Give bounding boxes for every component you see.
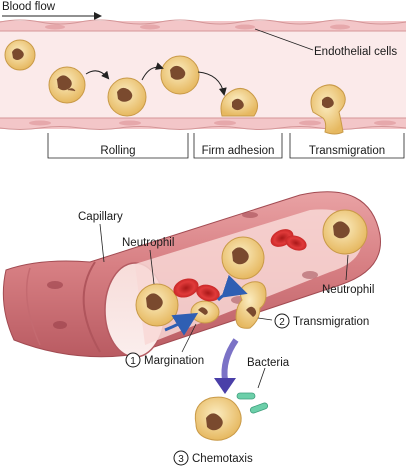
bacteria-label: Bacteria: [247, 357, 290, 369]
neutrophil-mid: [221, 236, 265, 280]
transmigration-arrow: [216, 274, 248, 302]
bacteria-icon: [236, 392, 269, 414]
step-2-number: 2: [279, 317, 285, 328]
step-2-circle: [274, 313, 290, 329]
firm-adhesion-bracket: [193, 133, 283, 159]
step-3-number: 3: [178, 454, 184, 465]
rolling-arrow-1: [85, 70, 110, 80]
neutrophil-left: [135, 283, 179, 327]
neutrophil-right: [322, 209, 368, 255]
step-3-circle: [173, 450, 189, 466]
endothelial-wall-top: [0, 19, 406, 32]
stage-transmigration-label: Transmigration: [309, 145, 385, 157]
chemotaxis-arrow-head: [214, 378, 236, 394]
leukocyte-6-transmigration: [310, 84, 346, 135]
capillary-label: Capillary: [78, 211, 123, 223]
stage-rolling-label: Rolling: [100, 145, 135, 157]
red-blood-cells: [173, 229, 307, 302]
leukocyte-1: [4, 39, 36, 71]
step-1-label: Margination: [144, 355, 204, 367]
transmigration-bracket: [289, 133, 405, 159]
leukocyte-4: [160, 55, 200, 95]
neutrophil-left-leader: [149, 249, 155, 285]
stage-firm-adhesion-label: Firm adhesion: [202, 145, 275, 157]
step-1-number: 1: [130, 356, 136, 367]
leukocyte-5-firm-adhesion: [220, 88, 258, 117]
top-panel: Blood flow Endothelial cells: [0, 1, 406, 159]
chemotaxis-arrow: [221, 338, 239, 381]
neutrophil-left-label: Neutrophil: [122, 237, 174, 249]
neutrophil-right-leader: [345, 254, 349, 281]
bacteria-leader: [257, 367, 266, 389]
rolling-arrow-2: [141, 62, 164, 81]
leukocyte-3: [107, 77, 147, 117]
rolling-arrow-3: [197, 71, 227, 96]
endothelial-leader-line: [254, 28, 314, 51]
bottom-panel: Capillary Neutrophil Neutrophil 1 Margin…: [2, 191, 381, 466]
leukocyte-2: [48, 66, 86, 104]
neutrophil-chemotaxis: [194, 396, 242, 441]
capillary-leader: [99, 223, 105, 263]
blood-flow-label: Blood flow: [2, 1, 56, 13]
endothelial-wall-bottom: [0, 117, 406, 130]
rolling-bracket: [47, 133, 189, 159]
step-1-circle: [125, 352, 141, 368]
neutrophil-margination: [190, 300, 220, 324]
margination-leader: [181, 323, 197, 353]
step-2-label: Transmigration: [293, 316, 369, 328]
transmigration-leader: [257, 317, 273, 321]
endothelial-cells-label: Endothelial cells: [314, 46, 397, 58]
neutrophil-right-label: Neutrophil: [322, 284, 374, 296]
margination-arrow: [164, 312, 199, 336]
step-3-label: Chemotaxis: [192, 453, 253, 465]
